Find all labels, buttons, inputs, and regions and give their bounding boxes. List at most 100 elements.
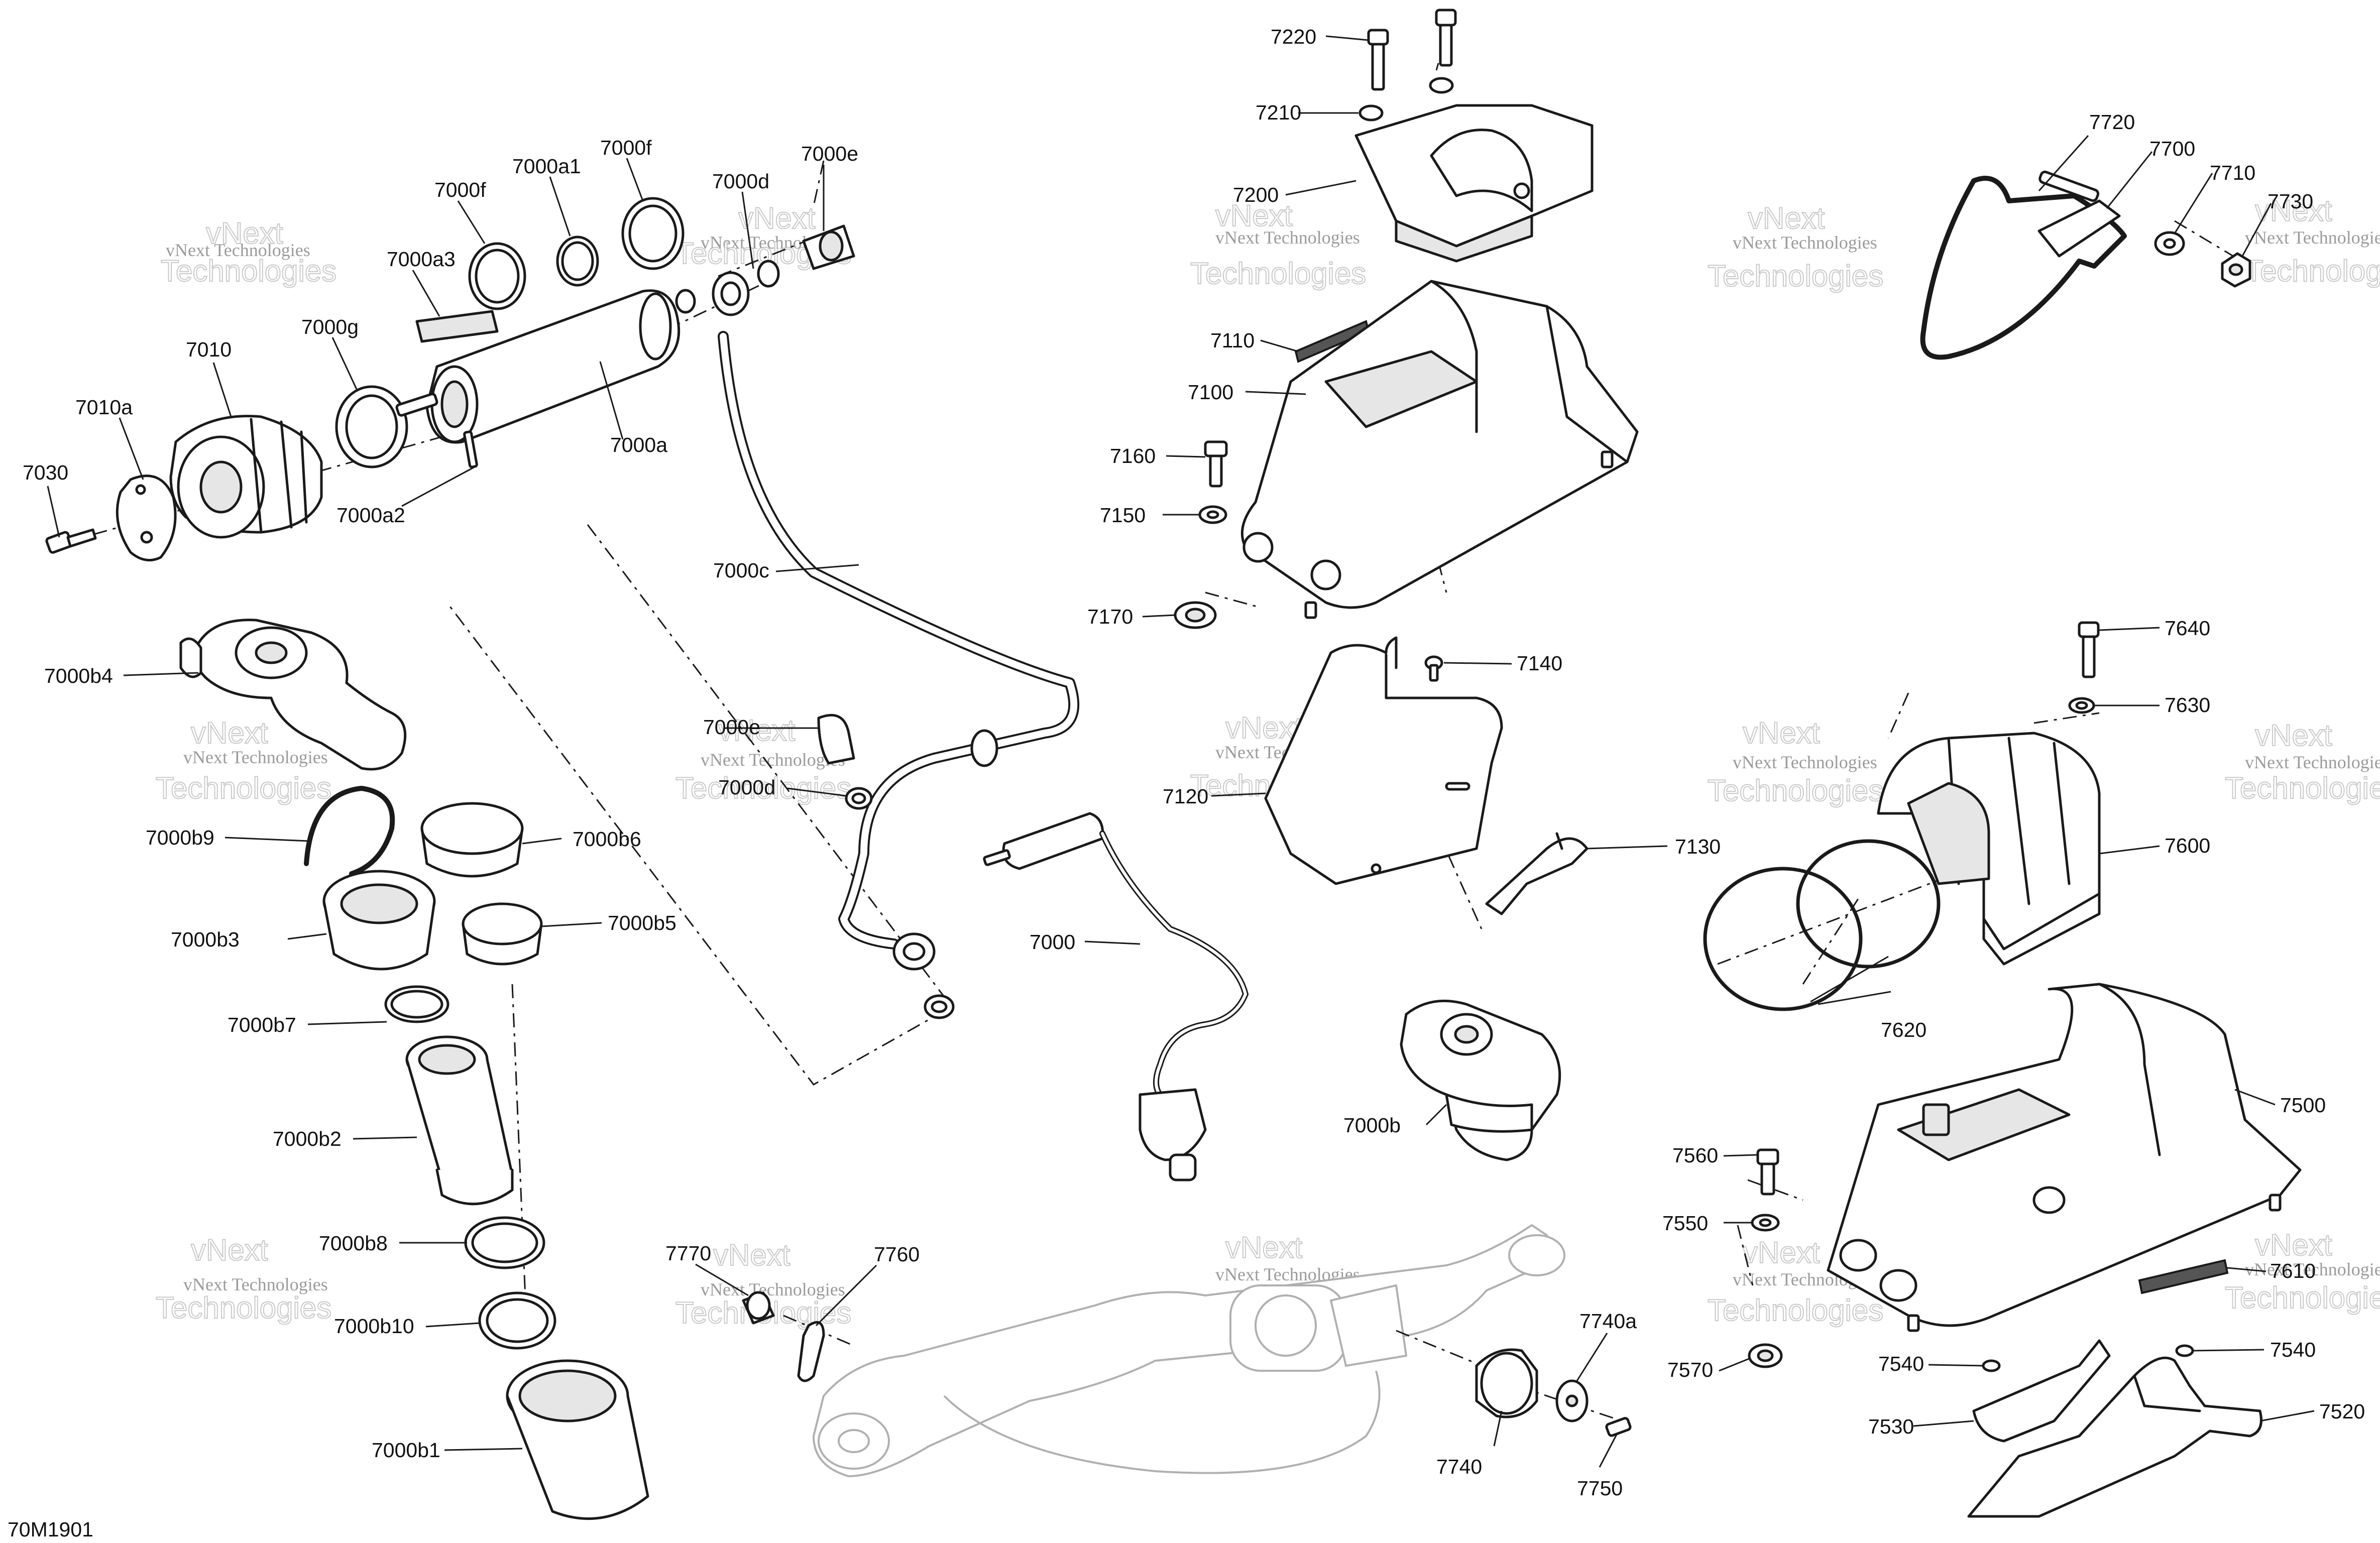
part-label-7730: 7730 (2268, 190, 2313, 213)
part-label-7630: 7630 (2165, 693, 2210, 717)
part-label-7000b9: 7000b9 (146, 826, 214, 849)
part-7120-bracket (1264, 636, 1503, 885)
watermark-text: vNext (206, 216, 283, 250)
part-label-7750: 7750 (1577, 1477, 1623, 1500)
watermark: vNext Technologies vNext Technologies (1190, 198, 1367, 291)
part-7220-bolt (1367, 29, 1389, 91)
part-label-7740a: 7740a (1579, 1310, 1637, 1333)
watermark-text: vNext (718, 714, 796, 747)
watermark-text: vNext (191, 716, 268, 750)
watermark-text: vNext Technologies (701, 750, 845, 770)
watermark-text: vNext Technologies (1733, 232, 1877, 253)
part-label-7000b6: 7000b6 (573, 827, 641, 851)
ghosted-shock-assembly (813, 1224, 1565, 1477)
part-7000f-ring (468, 242, 526, 310)
part-label-7000b3: 7000b3 (171, 928, 240, 951)
part-label-7030: 7030 (23, 461, 68, 484)
part-7000a-reservoir (395, 289, 681, 444)
part-label-7600: 7600 (2165, 834, 2210, 857)
watermark-text: vNext Technologies (2245, 752, 2380, 772)
part-7740-knob (1475, 1348, 1538, 1418)
part-label-7000b: 7000b (1343, 1114, 1401, 1137)
part-7560-bolt (1756, 1148, 1779, 1196)
watermark-text: vNext (1748, 201, 1825, 235)
watermark-text: vNext Technologies (166, 240, 310, 260)
part-label-7000g: 7000g (301, 315, 359, 338)
part-label-7000b4: 7000b4 (44, 664, 113, 687)
part-labels: 7030 7010a 7010 7000g 7000a3 7000f 7000a… (23, 25, 2365, 1500)
part-7010a-plate (116, 474, 177, 562)
watermark-text: vNext Technologies (2245, 227, 2380, 248)
part-label-7710: 7710 (2210, 161, 2255, 184)
part-label-7000d: 7000d (712, 170, 769, 193)
part-7000b5-ring (462, 902, 543, 966)
watermark-text: vNext (191, 1233, 268, 1267)
part-label-7000b5: 7000b5 (608, 911, 676, 934)
part-label-7210: 7210 (1256, 101, 1301, 124)
watermark: vNext Technologies vNext Technologies (2224, 718, 2380, 805)
watermark-text: Technologies (161, 254, 336, 288)
part-label-7000c: 7000c (713, 559, 769, 582)
watermark-text: vNext (1225, 1231, 1303, 1264)
watermark-text: Technologies (1708, 259, 1883, 293)
part-label-7140: 7140 (1517, 652, 1562, 675)
part-label-7700: 7700 (2149, 137, 2195, 160)
part-7170-nut (1174, 601, 1217, 629)
part-7000g-ring (335, 385, 408, 468)
part-7710-washer (2154, 231, 2185, 256)
watermark: vNext Technologies vNext Technologies (675, 713, 852, 805)
part-7770-fitting (742, 1291, 775, 1325)
part-7220-bolt-right (1435, 9, 1457, 67)
part-label-7640: 7640 (2165, 617, 2210, 640)
watermark-text: Technologies (1708, 774, 1883, 807)
part-7140-screw (1424, 655, 1443, 682)
part-7000d-washer (675, 260, 780, 314)
watermark-text: vNext Technologies (2245, 1259, 2380, 1279)
figure-code: 70M1901 (8, 1518, 93, 1541)
part-7000e-fitting-lower (817, 714, 855, 765)
part-7640-bolt (2078, 621, 2100, 678)
part-label-7000a: 7000a (610, 433, 667, 456)
part-7000b9-circlip (304, 786, 395, 876)
watermark-text: vNext Technologies (183, 1274, 328, 1294)
watermark-text: vNext (2255, 194, 2332, 227)
part-label-7500: 7500 (2280, 1094, 2326, 1117)
part-label-7170: 7170 (1087, 605, 1133, 628)
part-7500-pedestal (1827, 983, 2302, 1332)
part-7130-clip (1485, 832, 1589, 915)
part-7210-washer (1358, 77, 1454, 122)
part-label-7200: 7200 (1233, 183, 1279, 206)
watermark-text: Technologies (675, 771, 851, 805)
part-label-7000f: 7000f (434, 178, 486, 201)
watermark-text: Technologies (1708, 1293, 1883, 1327)
part-label-7560: 7560 (1672, 1144, 1718, 1167)
part-7000b2-shaft (405, 1035, 514, 1206)
part-label-7720: 7720 (2089, 110, 2135, 134)
part-7000a1-ring (556, 235, 599, 287)
part-label-7100: 7100 (1188, 381, 1233, 404)
part-7750-screw (1605, 1417, 1632, 1437)
part-label-7000b7: 7000b7 (228, 1013, 296, 1036)
part-7010-knob (169, 415, 323, 539)
part-7000b6-ring (420, 802, 524, 878)
part-label-7130: 7130 (1675, 835, 1721, 858)
part-7000b3-piston (322, 870, 436, 971)
watermark-text: vNext Technologies (701, 1279, 845, 1299)
part-7200-clamp (1354, 104, 1594, 263)
part-label-7000f: 7000f (600, 136, 652, 159)
part-label-7010: 7010 (186, 338, 232, 361)
part-7550-washer (1751, 1214, 1780, 1232)
watermark: vNext Technologies vNext Technologies (1707, 201, 1884, 293)
part-label-7160: 7160 (1110, 444, 1156, 467)
part-7570-nut (1748, 1343, 1783, 1368)
part-7000f-ring (621, 197, 685, 270)
part-7000b1-bushing (506, 1359, 649, 1520)
watermark-text: vNext (738, 201, 816, 235)
part-label-7000b8: 7000b8 (319, 1232, 388, 1255)
part-7000b-damper-body (1400, 999, 1561, 1161)
part-label-7540: 7540 (2270, 1338, 2316, 1361)
part-label-7120: 7120 (1163, 785, 1208, 808)
watermark-text: vNext (1743, 716, 1820, 750)
part-7620-o-rings (1703, 839, 1941, 1011)
